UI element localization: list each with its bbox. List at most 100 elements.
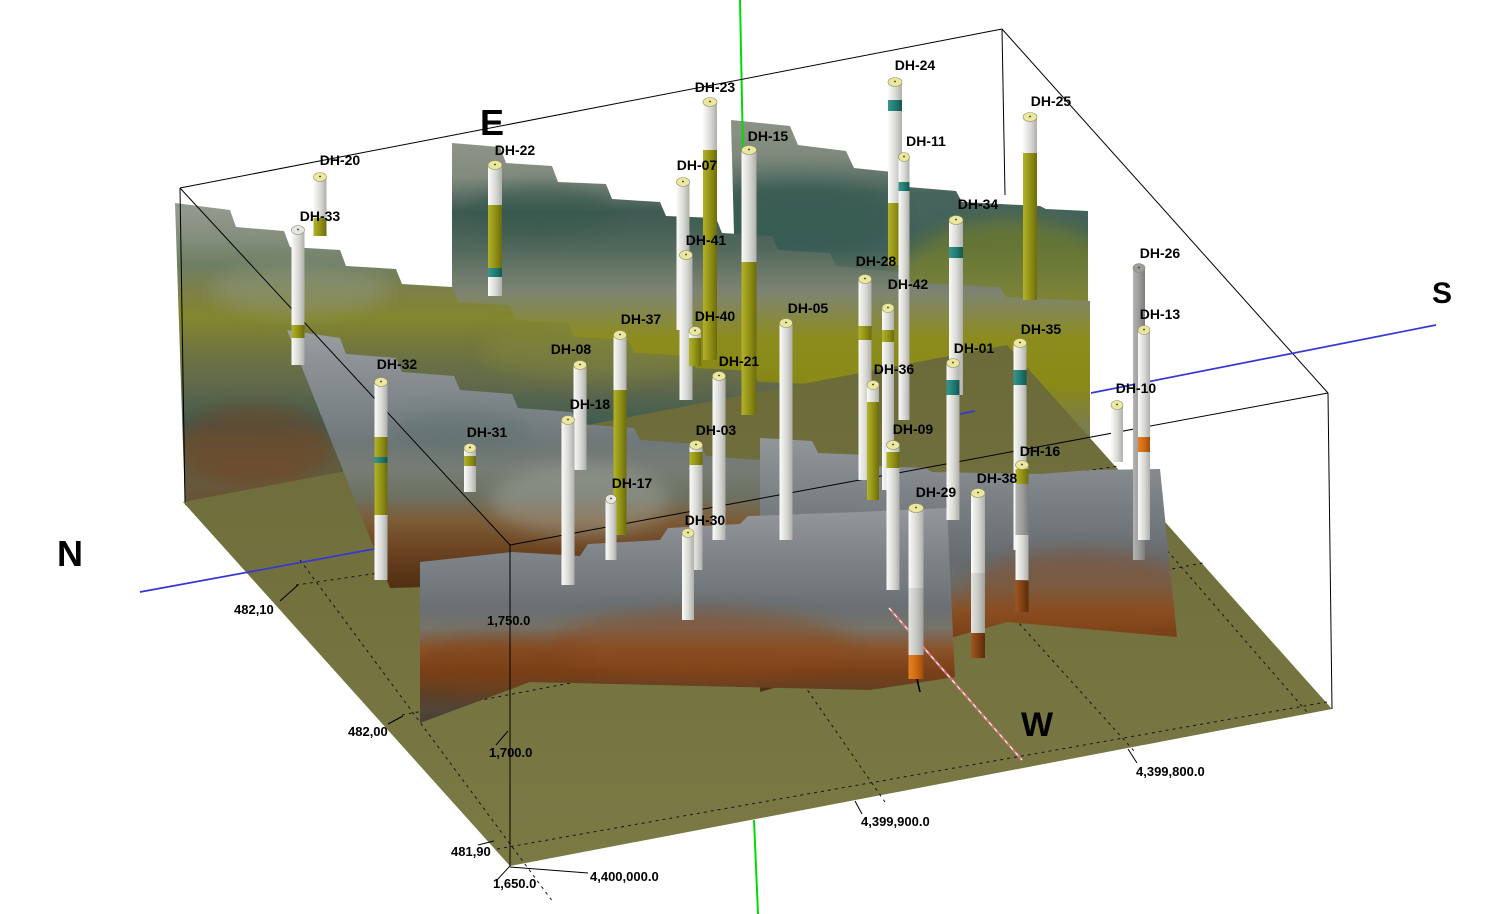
hole-collar-dot (894, 80, 896, 83)
hole-DH-10 (1110, 400, 1124, 462)
hole-collar-dot (887, 306, 889, 309)
hole-collar-dot (872, 383, 874, 386)
borehole-trace-tick (916, 678, 921, 693)
hole-collar-dot (297, 228, 299, 231)
hole-label-DH-09: DH-09 (893, 421, 934, 437)
hole-collar-dot (748, 148, 750, 151)
hole-segment-w (291, 235, 305, 325)
panel-smudge (420, 635, 580, 695)
hole-segment-o (313, 218, 327, 236)
hole-segment-w (1138, 335, 1150, 437)
hole-DH-17 (605, 494, 617, 560)
hole-label-DH-26: DH-26 (1140, 245, 1181, 261)
hole-collar-dot (955, 218, 957, 221)
hole-segment-t (488, 268, 502, 277)
hole-label-DH-21: DH-21 (719, 353, 760, 369)
hole-segment-w (313, 182, 327, 218)
hole-label-DH-01: DH-01 (954, 340, 995, 356)
panel-smudge (390, 410, 530, 450)
hole-segment-x (1138, 437, 1150, 452)
hole-segment-t (946, 380, 960, 395)
labels: DH-20DH-33DH-22DH-23DH-07DH-15DH-24DH-11… (57, 57, 1452, 891)
hole-collar-dot (1116, 403, 1118, 406)
hole-DH-11 (898, 152, 910, 420)
hole-segment-w2 (971, 573, 985, 633)
hole-segment-o (291, 325, 305, 338)
hole-segment-o (689, 338, 701, 366)
hole-collar-dot (785, 321, 787, 324)
hole-segment-o (867, 402, 879, 500)
hole-segment-w (682, 540, 694, 620)
hole-DH-01 (946, 358, 960, 520)
hole-label-DH-35: DH-35 (1021, 321, 1062, 337)
hole-label-DH-16: DH-16 (1020, 443, 1061, 459)
hole-label-DH-10: DH-10 (1116, 380, 1157, 396)
hole-segment-w (1138, 452, 1150, 540)
hole-collar-dot (567, 418, 569, 421)
hole-label-DH-42: DH-42 (888, 276, 929, 292)
elevation-label: 1,750.0 (487, 613, 530, 628)
hole-segment-w (867, 392, 879, 402)
hole-segment-w (488, 170, 502, 205)
hole-label-DH-05: DH-05 (788, 300, 829, 316)
hole-segment-t (888, 100, 902, 111)
easting-label: 482,10 (234, 602, 274, 617)
hole-label-DH-38: DH-38 (977, 470, 1018, 486)
compass-e: E (480, 102, 504, 143)
compass-w: W (1021, 706, 1054, 744)
hole-segment-w (703, 110, 717, 150)
hole-segment-o (488, 205, 502, 268)
hole-segment-w (1015, 535, 1029, 580)
hole-label-DH-23: DH-23 (695, 79, 736, 95)
hole-collar-dot (694, 329, 696, 332)
hole-DH-41 (679, 250, 693, 400)
hole-segment-o (886, 452, 900, 468)
hole-segment-o (703, 150, 717, 360)
hole-collar-dot (319, 175, 321, 178)
easting-label: 482,00 (348, 724, 388, 739)
hole-collar-dot (1143, 328, 1145, 331)
hole-segment-w (882, 313, 894, 330)
hole-segment-w (561, 427, 575, 585)
northing-label: 4,399,900.0 (861, 814, 930, 829)
hole-label-DH-22: DH-22 (495, 142, 536, 158)
hole-segment-w (946, 370, 960, 380)
hole-segment-w (613, 341, 627, 390)
hole-DH-13 (1137, 325, 1151, 540)
hole-collar-dot (903, 155, 905, 158)
hole-DH-20 (313, 172, 327, 236)
hole-DH-21 (712, 371, 726, 540)
hole-segment-w (971, 498, 985, 573)
hole-segment-w (741, 158, 757, 262)
hole-label-DH-29: DH-29 (916, 484, 957, 500)
hole-label-DH-08: DH-08 (551, 341, 592, 357)
hole-collar-dot (915, 506, 917, 509)
bounding-box (179, 28, 1333, 866)
northing-label: 4,399,800.0 (1136, 764, 1205, 779)
hole-label-DH-28: DH-28 (856, 253, 897, 269)
hole-segment-w (464, 466, 476, 492)
hole-segment-o (374, 437, 388, 457)
hole-collar-dot (709, 100, 711, 103)
hole-DH-30 (681, 528, 695, 620)
hole-collar-dot (695, 443, 697, 446)
hole-segment-w (1111, 410, 1123, 462)
elevation-label: 1,650.0 (493, 876, 536, 891)
hole-label-DH-15: DH-15 (748, 128, 789, 144)
hole-segment-w (488, 277, 502, 296)
hole-DH-15 (741, 145, 757, 415)
hole-collar-dot (579, 363, 581, 366)
elevation-label: 1,700.0 (489, 745, 532, 760)
hole-DH-09 (886, 440, 900, 590)
hole-segment-w (573, 372, 587, 470)
hole-collar-dot (1021, 463, 1023, 466)
hole-segment-w (946, 395, 960, 520)
hole-segment-t (1013, 370, 1027, 385)
hole-label-DH-18: DH-18 (570, 396, 611, 412)
hole-segment-t (949, 247, 963, 258)
hole-segment-o (858, 326, 872, 340)
compass-n: N (57, 533, 83, 574)
panel-smudge (550, 610, 850, 680)
grid-leaders (279, 584, 1138, 881)
